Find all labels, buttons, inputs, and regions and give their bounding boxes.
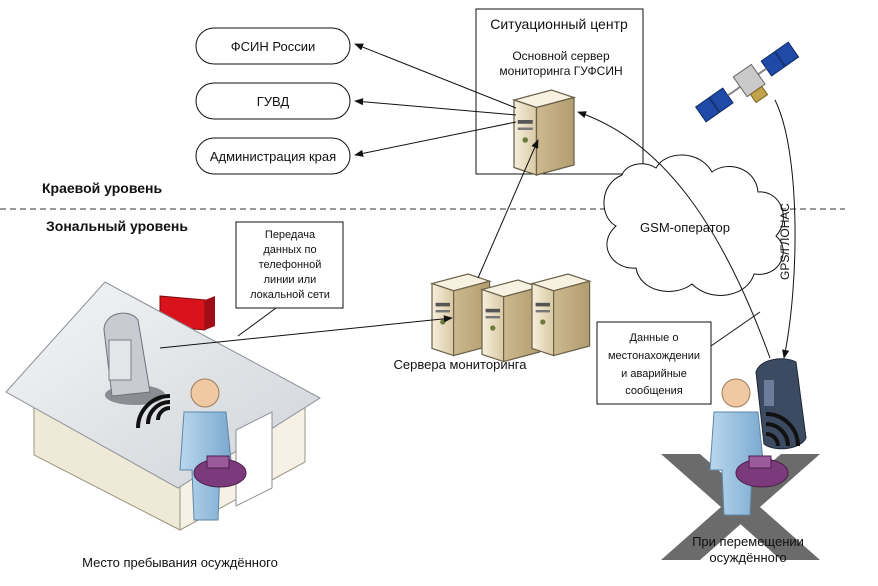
home-caption: Место пребывания осуждённого (82, 555, 278, 570)
phone-note-line-2: данных по (263, 244, 316, 256)
moving-caption-2: осуждённого (709, 550, 786, 565)
location-note-line-1: Данные о (630, 332, 679, 344)
recipient-fsin-label: ФСИН России (231, 39, 315, 54)
location-note-line-3: и аварийные (621, 368, 687, 380)
zonal-level-label: Зональный уровень (46, 218, 188, 234)
monitoring-servers-label: Сервера мониторинга (394, 357, 528, 372)
house-illustration (5, 281, 321, 531)
location-note-pointer (710, 311, 761, 347)
location-note-box (596, 321, 712, 405)
recipient-guvd: ГУВД (195, 82, 351, 120)
home-bracelet-icon (193, 455, 247, 488)
arrow-to-admin (354, 121, 517, 157)
location-note-line-2: местонахождении (608, 350, 700, 362)
gsm-cloud-label: GSM-оператор (640, 220, 730, 235)
main-server-icon (513, 89, 575, 176)
regional-level-label: Краевой уровень (42, 180, 163, 196)
main-server-label-2: мониторинга ГУФСИН (499, 64, 622, 78)
phone-note-pointer (237, 307, 277, 337)
gps-tracker-icon (755, 358, 807, 450)
arrow-to-guvd (354, 98, 517, 116)
moving-caption-1: При перемещении (692, 534, 804, 549)
recipient-admin-label: Администрация края (210, 149, 336, 164)
arrow-servers-to-main (477, 139, 539, 279)
recipient-guvd-label: ГУВД (257, 94, 290, 109)
moving-bracelet-icon (735, 455, 789, 488)
gps-signal-line (774, 99, 796, 359)
phone-note-line-5: локальной сети (250, 289, 330, 301)
gps-label: GPS/ГЛОНАС (778, 203, 792, 280)
monitoring-server-2 (481, 279, 541, 363)
recipient-admin: Администрация края (195, 137, 351, 175)
phone-note-line-4: линии или (264, 274, 317, 286)
main-server-label-1: Основной сервер (512, 49, 610, 63)
arrow-to-fsin (354, 43, 517, 109)
gsm-to-server-line (577, 111, 771, 359)
gsm-cloud (603, 154, 784, 296)
phone-note-line-3: телефонной (259, 259, 322, 271)
monitoring-server-3 (531, 273, 591, 357)
phone-note-box (235, 221, 344, 309)
monitoring-server-1 (431, 273, 491, 357)
phone-note-line-1: Передача (265, 229, 316, 241)
tracker-signal-icon (765, 412, 800, 447)
arrow-home-to-servers (159, 315, 453, 349)
home-signal-icon (136, 394, 171, 429)
situation-center-title: Ситуационный центр (490, 16, 628, 32)
satellite-icon (694, 41, 800, 123)
home-base-unit-icon (103, 312, 165, 405)
location-note-line-4: сообщения (625, 385, 682, 397)
recipient-fsin: ФСИН России (195, 27, 351, 65)
moving-person-icon (709, 378, 765, 516)
